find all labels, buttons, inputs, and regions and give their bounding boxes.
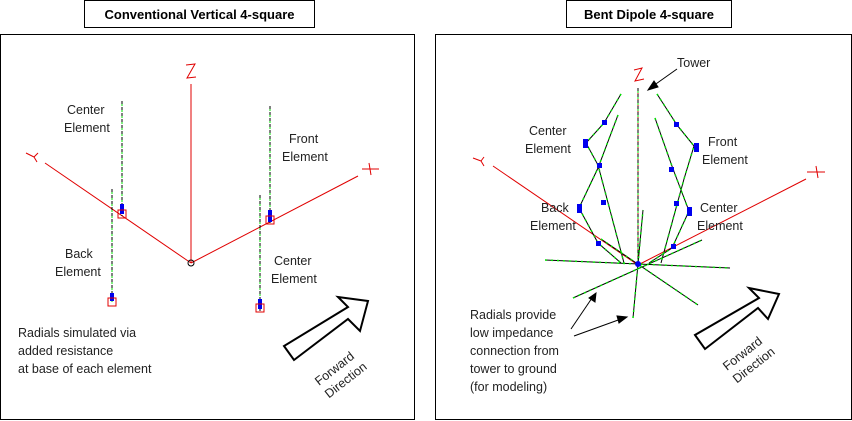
label-back-element-1: Back xyxy=(541,201,570,215)
label-front-element-1: Front xyxy=(289,132,319,146)
origin-marker xyxy=(187,259,195,267)
label-front-element-1: Front xyxy=(708,135,738,149)
label-front-element-2: Element xyxy=(702,153,748,167)
forward-arrow-icon xyxy=(693,286,781,351)
source-markers xyxy=(577,120,699,267)
note-line-2: low impedance xyxy=(470,326,553,340)
back-element-load xyxy=(107,297,117,307)
label-center-element-bottom-2: Element xyxy=(697,219,743,233)
label-center-element-top-2: Element xyxy=(64,121,110,135)
radial-pointer-arrow-2 xyxy=(573,318,622,337)
label-center-element-bottom-2: Element xyxy=(271,272,317,286)
note-line-3: connection from xyxy=(470,344,559,358)
left-title-text: Conventional Vertical 4-square xyxy=(104,6,295,22)
right-title-text: Bent Dipole 4-square xyxy=(583,6,715,22)
note-line-5: (for modeling) xyxy=(470,380,547,394)
front-element-load xyxy=(265,215,275,225)
forward-arrow-icon xyxy=(282,295,370,362)
label-tower: Tower xyxy=(677,56,710,70)
label-center-element-bottom-1: Center xyxy=(274,254,312,268)
note-line-4: tower to ground xyxy=(470,362,557,376)
label-back-element-2: Element xyxy=(530,219,576,233)
center-element-top-wire xyxy=(585,93,625,264)
note-line-3: at base of each element xyxy=(18,362,152,376)
label-back-element-1: Back xyxy=(65,247,94,261)
bent-dipole-diagram: Tower Center Element Front Element Back … xyxy=(470,56,825,394)
back-element-source xyxy=(110,293,114,301)
front-element-wire xyxy=(656,93,695,264)
right-panel-title: Bent Dipole 4-square xyxy=(566,0,732,28)
label-center-element-top-1: Center xyxy=(529,124,567,138)
axes xyxy=(472,67,825,266)
left-panel-title: Conventional Vertical 4-square xyxy=(84,0,315,28)
label-back-element-2: Element xyxy=(55,265,101,279)
label-front-element-2: Element xyxy=(282,150,328,164)
y-axis-label xyxy=(25,152,39,163)
note-line-1: Radials provide xyxy=(470,308,556,322)
x-axis-label xyxy=(362,162,379,176)
tower-pointer-arrow xyxy=(652,68,678,87)
note-line-2: added resistance xyxy=(18,344,113,358)
note-line-1: Radials simulated via xyxy=(18,326,136,340)
radial-pointer-arrow-1 xyxy=(570,297,593,330)
z-axis-label xyxy=(185,63,197,79)
right-diagram-panel: Tower Center Element Front Element Back … xyxy=(435,34,852,420)
pointer-arrows xyxy=(570,68,678,337)
center-element-top-load xyxy=(117,209,127,219)
conventional-diagram: Center Element Front Element Back Elemen… xyxy=(18,63,379,401)
center-element-bottom-wire xyxy=(648,117,690,264)
label-center-element-top-2: Element xyxy=(525,142,571,156)
label-center-element-bottom-1: Center xyxy=(700,201,738,215)
center-element-top-source xyxy=(120,204,124,214)
label-center-element-top-1: Center xyxy=(67,103,105,117)
center-element-bottom-load xyxy=(255,303,265,313)
left-diagram-panel: Center Element Front Element Back Elemen… xyxy=(0,34,415,420)
back-element-wire xyxy=(578,114,622,264)
vertical-elements xyxy=(107,101,275,313)
